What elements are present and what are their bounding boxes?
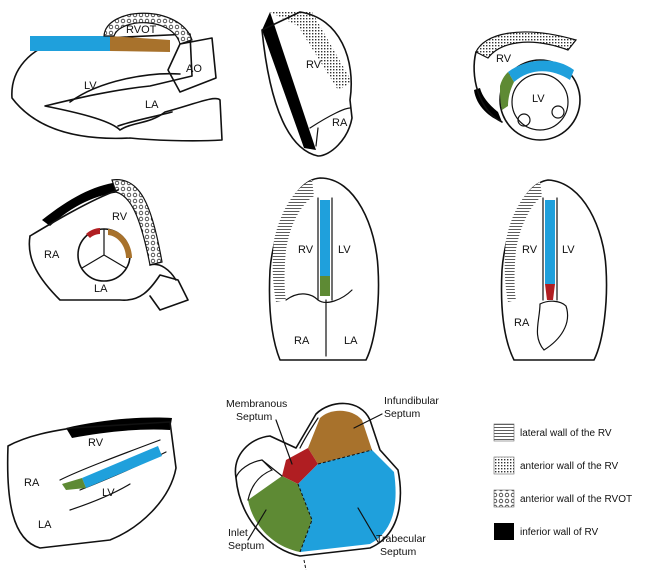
- legend-label-lateral: lateral wall of the RV: [520, 428, 612, 439]
- label-lv: LV: [532, 93, 545, 105]
- label-infundibular-line1: Infundibular: [384, 395, 439, 407]
- rvot-anterior-wall: [111, 179, 163, 266]
- legend-item-inferior: inferior wall of RV: [494, 523, 599, 540]
- label-rv: RV: [298, 244, 314, 256]
- label-membranous-line1: Membranous: [226, 398, 287, 410]
- septum-3d-model: Membranous Septum Infundibular Septum In…: [226, 395, 439, 570]
- view-rv-basal-short-axis: RV RA LA: [28, 179, 189, 311]
- label-la: LA: [344, 335, 358, 347]
- legend-item-lateral: lateral wall of the RV: [493, 423, 612, 442]
- trabecular-segment: [320, 200, 330, 276]
- rv-anterior-wall: [475, 31, 578, 59]
- inlet-segment: [320, 276, 330, 296]
- trabecular-segment: [298, 450, 396, 552]
- inlet-segment: [500, 72, 514, 110]
- label-ra: RA: [44, 249, 60, 261]
- view-apical-rv-focused: RV LV RA: [500, 179, 608, 361]
- legend-label-rvot: anterior wall of the RVOT: [520, 494, 632, 505]
- label-membranous-line2: Septum: [236, 411, 272, 423]
- rv-inferior-wall: [66, 417, 172, 438]
- label-rv: RV: [522, 244, 538, 256]
- legend-item-rvot: anterior wall of the RVOT: [493, 489, 632, 508]
- label-lv: LV: [102, 487, 115, 499]
- label-la: LA: [38, 519, 52, 531]
- inlet-segment: [62, 478, 86, 490]
- trabecular-segment: [508, 60, 574, 82]
- infundibular-segment: [308, 410, 372, 464]
- trabecular-segment: [30, 36, 110, 51]
- label-ra: RA: [332, 117, 348, 129]
- label-ra: RA: [294, 335, 310, 347]
- legend-item-anterior: anterior wall of the RV: [493, 456, 619, 475]
- label-ra: RA: [514, 317, 530, 329]
- rvot-outflow-segment: [108, 229, 132, 258]
- rv-inferior-wall: [262, 12, 316, 150]
- label-rv: RV: [88, 437, 104, 449]
- rv-inferior-wall: [42, 182, 122, 226]
- view-apical-four-chamber: RV LV RA LA: [268, 177, 380, 361]
- label-ra: RA: [24, 477, 40, 489]
- view-short-axis: RV LV: [473, 31, 581, 141]
- label-lv: LV: [338, 244, 351, 256]
- trabecular-segment: [545, 200, 555, 284]
- inlet-segment: [248, 476, 312, 552]
- membranous-segment: [86, 228, 100, 238]
- label-ao: AO: [186, 63, 202, 75]
- label-rvot: RVOT: [126, 24, 157, 36]
- membranous-segment: [282, 448, 318, 484]
- view-parasternal-long-axis: RVOT AO LV LA: [11, 12, 223, 142]
- label-inlet-line2: Septum: [228, 540, 264, 552]
- legend-label-inferior: inferior wall of RV: [520, 527, 599, 538]
- rv-inferior-wall: [474, 88, 502, 122]
- label-trabecular-line2: Septum: [380, 546, 416, 558]
- label-rv: RV: [112, 211, 128, 223]
- label-la: LA: [94, 283, 108, 295]
- label-lv: LV: [84, 80, 97, 92]
- label-inlet-line1: Inlet: [228, 527, 248, 539]
- label-infundibular-line2: Septum: [384, 408, 420, 420]
- legend-label-anterior: anterior wall of the RV: [520, 461, 619, 472]
- label-lv: LV: [562, 244, 575, 256]
- membranous-segment: [545, 284, 555, 300]
- rvot-outflow-segment: [110, 36, 170, 52]
- rv-lateral-wall: [504, 182, 542, 302]
- label-rv: RV: [496, 53, 512, 65]
- rv-anterior-wall: [270, 12, 352, 90]
- legend: lateral wall of the RV anterior wall of …: [493, 423, 632, 540]
- view-rv-inflow: RV RA: [261, 11, 353, 157]
- label-la: LA: [145, 99, 159, 111]
- rvot-anterior-wall: [103, 12, 193, 45]
- rv-lateral-wall: [272, 180, 314, 302]
- view-subcostal: RV RA LV LA: [6, 417, 177, 549]
- label-trabecular-line1: Trabecular: [376, 533, 426, 545]
- trabecular-segment: [82, 446, 162, 488]
- label-rv: RV: [306, 59, 322, 71]
